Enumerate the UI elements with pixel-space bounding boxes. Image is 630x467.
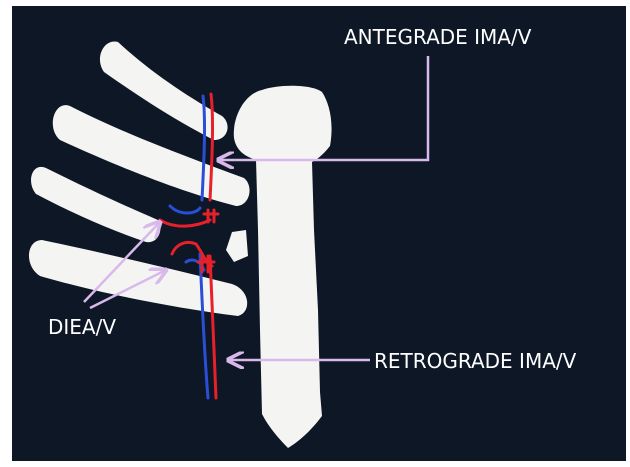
antegrade-label: ANTEGRADE IMA/V [344,25,532,49]
diea-label: DIEA/V [48,315,116,339]
retrograde-label: RETROGRADE IMA/V [374,349,577,373]
